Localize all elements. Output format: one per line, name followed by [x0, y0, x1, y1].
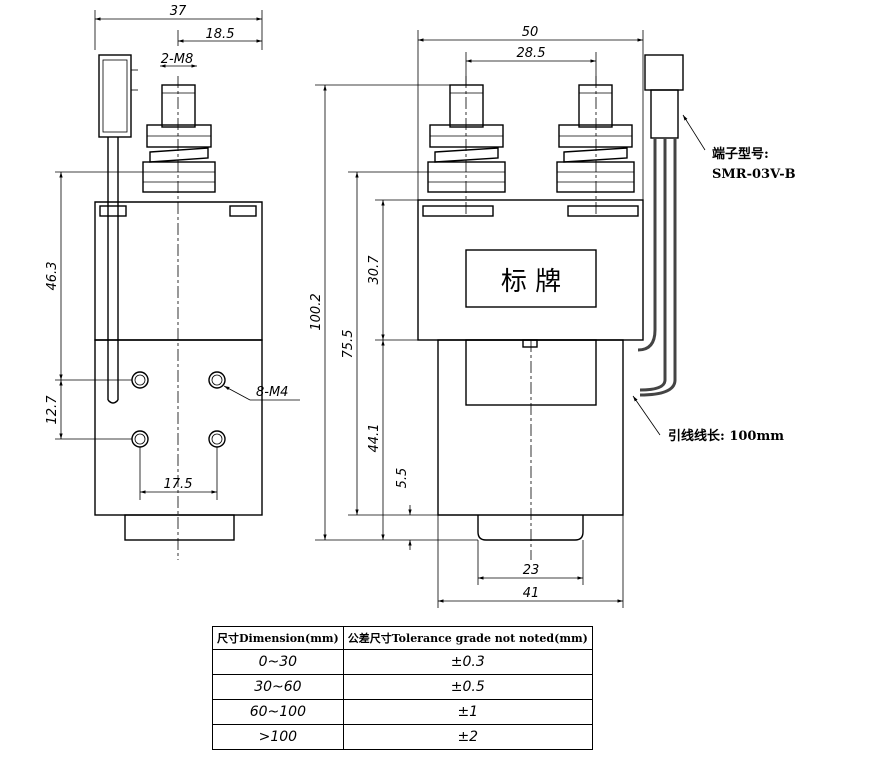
table-cell: ±2	[342, 724, 593, 750]
lead-wire-note: 引线线长: 100mm	[668, 428, 784, 444]
connector-model: SMR-03V-B	[712, 167, 796, 182]
mount-hole	[131, 371, 149, 389]
tolerance-table: 尺寸Dimension(mm) 公差尺寸Tolerance grade not …	[212, 626, 593, 750]
mount-hole	[131, 430, 149, 448]
table-cell: ±0.3	[342, 649, 593, 675]
table-header-tolerance: 公差尺寸Tolerance grade not noted(mm)	[342, 626, 593, 650]
dim-foot-width: 23	[523, 563, 540, 578]
dim-terminal-thread: 2-M8	[161, 52, 193, 67]
dim-mount-horizontal: 17.5	[164, 477, 193, 492]
side-view: 37 18.5 2-M8	[45, 4, 300, 560]
table-cell: 60~100	[212, 699, 344, 725]
dim-foot: 5.5	[395, 468, 410, 489]
front-view: 50 28.5 标 牌	[309, 25, 796, 608]
table-row: 60~100 ±1	[212, 699, 593, 725]
table-header-row: 尺寸Dimension(mm) 公差尺寸Tolerance grade not …	[212, 626, 593, 650]
table-cell: 0~30	[212, 649, 344, 675]
table-cell: ±1	[342, 699, 593, 725]
dim-front-width: 50	[522, 25, 539, 40]
table-cell: >100	[212, 724, 344, 750]
table-cell: ±0.5	[342, 674, 593, 700]
table-row: 0~30 ±0.3	[212, 649, 593, 675]
connector-label: 端子型号:	[712, 146, 769, 162]
dim-bottom-width: 41	[523, 586, 540, 601]
dim-total-height: 100.2	[309, 293, 324, 330]
dim-upper-block: 30.7	[367, 255, 382, 285]
dim-mount-vertical: 12.7	[45, 395, 60, 425]
mount-hole	[208, 430, 226, 448]
dim-mount-thread: 8-M4	[256, 385, 288, 400]
dim-terminal-spacing: 28.5	[517, 46, 546, 61]
table-header-dimension: 尺寸Dimension(mm)	[212, 626, 344, 650]
dim-side-width: 37	[170, 4, 187, 19]
table-row: >100 ±2	[212, 724, 593, 750]
dim-lower-block: 44.1	[367, 424, 382, 453]
table-row: 30~60 ±0.5	[212, 674, 593, 700]
dim-side-half-width: 18.5	[206, 27, 235, 42]
nameplate-text: 标 牌	[501, 267, 561, 297]
table-cell: 30~60	[212, 674, 344, 700]
dim-height-75: 75.5	[341, 330, 356, 359]
dim-side-body-height: 46.3	[45, 262, 60, 291]
mount-hole	[208, 371, 226, 389]
